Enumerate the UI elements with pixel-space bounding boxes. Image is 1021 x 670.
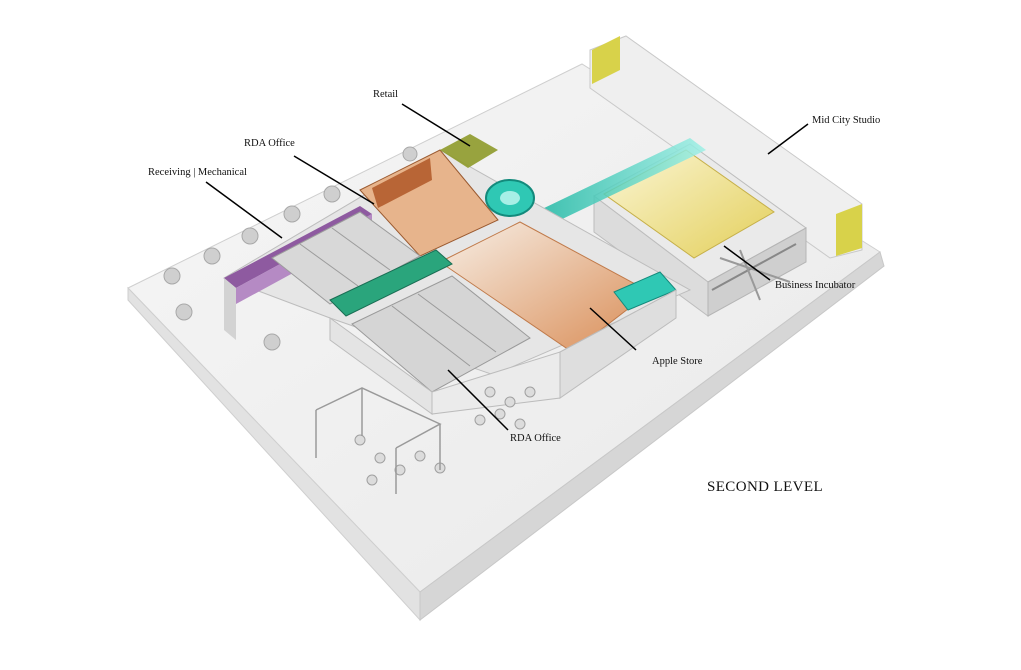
drawing-title: SECOND LEVEL [707, 479, 823, 495]
office-cells-lower [351, 275, 531, 393]
outdoor-seating [354, 386, 536, 486]
retail-room [440, 134, 498, 168]
office-cells-left [271, 211, 421, 305]
mid-city-studio-wall [589, 35, 863, 259]
label-rda-office-bottom: RDA Office [510, 433, 561, 444]
leader-lines [205, 103, 809, 431]
teal-bridge [540, 138, 706, 222]
label-receiving-mechanical: Receiving | Mechanical [148, 167, 247, 178]
trees [163, 146, 418, 351]
label-retail: Retail [373, 89, 398, 100]
label-rda-office-top: RDA Office [244, 138, 295, 149]
label-business-incubator: Business Incubator [775, 280, 856, 291]
label-apple-store: Apple Store [652, 356, 703, 367]
canopy-frame [315, 387, 442, 494]
green-stair [329, 249, 453, 317]
main-building [222, 134, 692, 415]
label-mid-city-studio: Mid City Studio [812, 115, 880, 126]
